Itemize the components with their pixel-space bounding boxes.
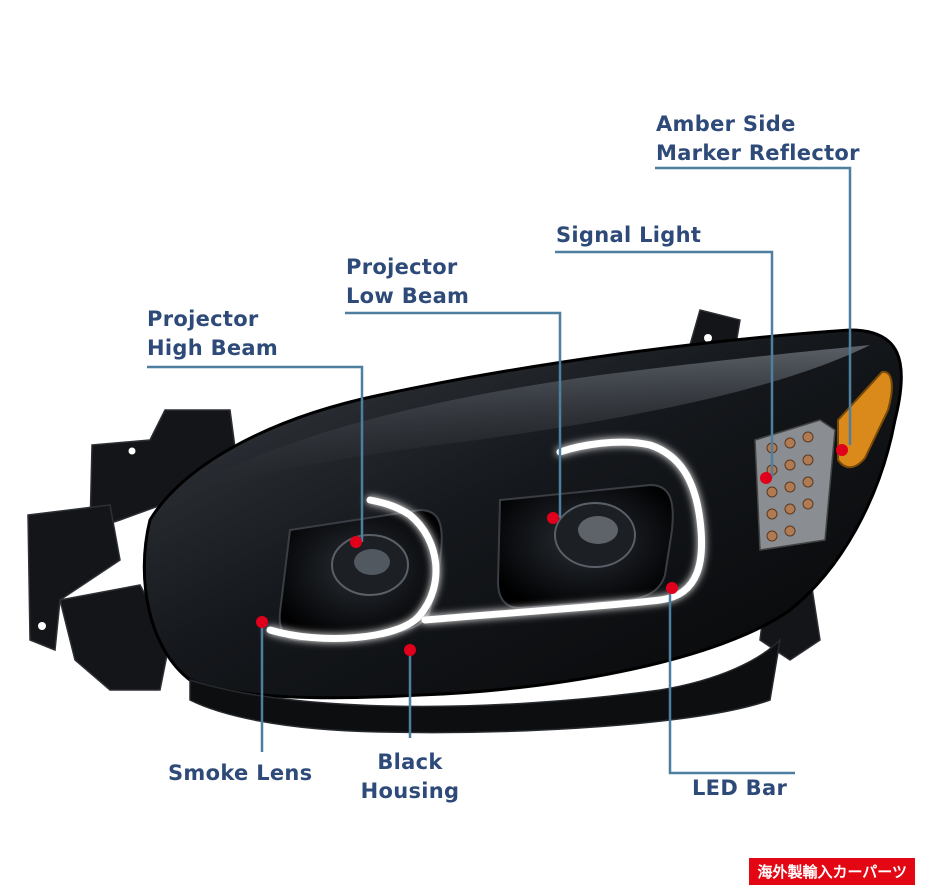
- label-housing-line1: Black: [377, 750, 443, 774]
- label-smoke-lens-line1: Smoke Lens: [168, 761, 313, 785]
- marker-dot-smoke-lens: [256, 616, 268, 628]
- label-low-beam-line2: Low Beam: [346, 284, 470, 308]
- marker-dot-led-bar: [666, 582, 678, 594]
- leader-lines: [147, 166, 852, 775]
- watermark-badge: 海外製輸入カーパーツ: [749, 858, 915, 885]
- label-signal-line1: Signal Light: [556, 223, 702, 247]
- marker-dot-low-beam: [547, 512, 559, 524]
- label-signal-light: Signal Light: [556, 221, 701, 250]
- label-smoke-lens: Smoke Lens: [168, 759, 312, 788]
- upper-lens-gloss: [175, 345, 870, 500]
- label-housing-line2: Housing: [360, 779, 460, 803]
- label-low-beam-line1: Projector: [346, 255, 458, 279]
- label-led-bar: LED Bar: [692, 774, 787, 803]
- amber-side-marker: [837, 370, 893, 469]
- marker-dot-housing: [404, 644, 416, 656]
- high-beam-projector: [278, 508, 443, 642]
- label-projector-high-beam: Projector High Beam: [147, 305, 278, 363]
- label-amber-line2: Marker Reflector: [656, 141, 860, 165]
- lower-housing-trim: [189, 637, 782, 734]
- label-led-bar-line1: LED Bar: [692, 776, 788, 800]
- marker-dot-amber: [836, 444, 848, 456]
- label-high-beam-line1: Projector: [147, 307, 259, 331]
- label-black-housing: Black Housing: [355, 748, 465, 806]
- marker-dots: [256, 444, 848, 656]
- marker-dot-high-beam: [350, 536, 362, 548]
- label-projector-low-beam: Projector Low Beam: [346, 253, 469, 311]
- marker-dot-signal: [760, 472, 772, 484]
- label-amber-line1: Amber Side: [656, 112, 796, 136]
- led-light-bar: [266, 438, 706, 642]
- label-high-beam-line2: High Beam: [147, 336, 279, 360]
- low-beam-projector: [496, 483, 674, 610]
- signal-light-cells: [754, 419, 836, 551]
- label-amber-side-marker: Amber Side Marker Reflector: [656, 110, 860, 168]
